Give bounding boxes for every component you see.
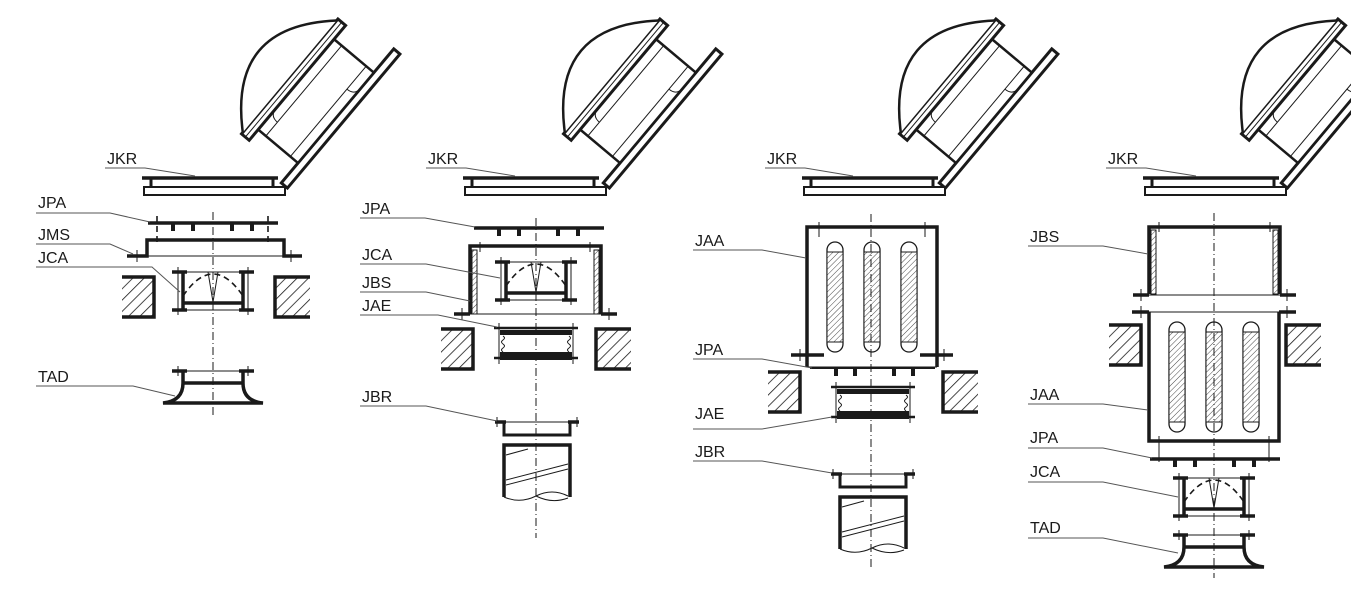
jpa-plate	[810, 367, 935, 376]
leader-line	[36, 266, 181, 293]
leader-line	[1028, 403, 1149, 411]
jbs-sleeve	[454, 242, 617, 320]
jpa-plate	[1148, 457, 1282, 469]
label-jca: JCA	[1030, 464, 1061, 481]
label-tad: TAD	[38, 369, 69, 386]
fan-head	[859, 0, 1060, 190]
leader-line	[360, 314, 498, 328]
leader-line	[1028, 447, 1153, 459]
label-jbs: JBS	[1030, 229, 1059, 246]
wall-section	[1107, 323, 1143, 367]
jkr-curb	[461, 176, 608, 197]
wall-section	[1284, 323, 1323, 367]
label-jpa: JPA	[362, 201, 390, 218]
label-jaa: JAA	[695, 233, 725, 250]
label-jpa: JPA	[695, 342, 723, 359]
leader-line	[360, 217, 476, 228]
jbr-duct	[829, 467, 917, 555]
label-jbr: JBR	[362, 389, 392, 406]
leader-line	[36, 385, 176, 397]
leader-line	[1028, 481, 1179, 498]
assembly-3: JKR JAA JPA JAE JBR	[693, 0, 1060, 570]
jaa-flange	[791, 349, 953, 361]
label-jkr: JKR	[767, 151, 797, 168]
leader-line	[426, 167, 516, 177]
leader-line	[1028, 537, 1179, 554]
label-jpa: JPA	[38, 195, 66, 212]
label-tad: TAD	[1030, 520, 1061, 537]
leader-line	[36, 212, 151, 223]
leader-line	[36, 243, 134, 255]
label-jca: JCA	[362, 247, 393, 264]
leader-line	[360, 263, 501, 279]
jms-mounting	[127, 216, 302, 262]
jkr-curb	[1141, 176, 1288, 197]
fan-head	[1201, 0, 1351, 190]
label-jae: JAE	[695, 406, 724, 423]
fan-head	[201, 0, 402, 190]
wall-section	[766, 370, 802, 414]
wall-section	[120, 275, 156, 319]
label-jkr: JKR	[1108, 151, 1138, 168]
label-jkr: JKR	[428, 151, 458, 168]
leader-line	[1028, 245, 1149, 255]
label-jms: JMS	[38, 227, 70, 244]
leader-line	[693, 249, 807, 259]
jaa-silencer	[805, 220, 939, 369]
fan-head	[523, 0, 724, 190]
label-jca: JCA	[38, 250, 69, 267]
label-jpa: JPA	[1030, 430, 1058, 447]
label-jkr: JKR	[107, 151, 137, 168]
label-jae: JAE	[362, 298, 391, 315]
jkr-curb	[140, 176, 287, 197]
jpa-plate	[472, 226, 606, 238]
leader-line	[693, 358, 813, 369]
jbs-sleeve	[1133, 222, 1296, 301]
leader-line	[1106, 167, 1197, 177]
assembly-2: JKR JPA JCA JBS JAE JBR	[360, 0, 724, 538]
label-jbs: JBS	[362, 275, 391, 292]
wall-section	[439, 327, 475, 371]
wall-section	[594, 327, 633, 371]
assembly-4: JKR JBS JAA JPA JCA TAD	[1028, 0, 1351, 578]
wall-section	[941, 370, 980, 414]
jae-connector	[829, 380, 917, 425]
leader-line	[693, 416, 833, 430]
label-jbr: JBR	[695, 444, 725, 461]
label-jaa: JAA	[1030, 387, 1060, 404]
wall-section	[273, 275, 312, 319]
assembly-1: JKR JPA JMS JCA TAD	[36, 0, 402, 415]
leader-line	[360, 291, 471, 302]
jkr-curb	[800, 176, 947, 197]
leader-line	[105, 167, 196, 177]
leader-line	[360, 405, 498, 422]
leader-line	[693, 460, 833, 474]
jbr-duct	[493, 415, 581, 503]
leader-line	[765, 167, 854, 177]
